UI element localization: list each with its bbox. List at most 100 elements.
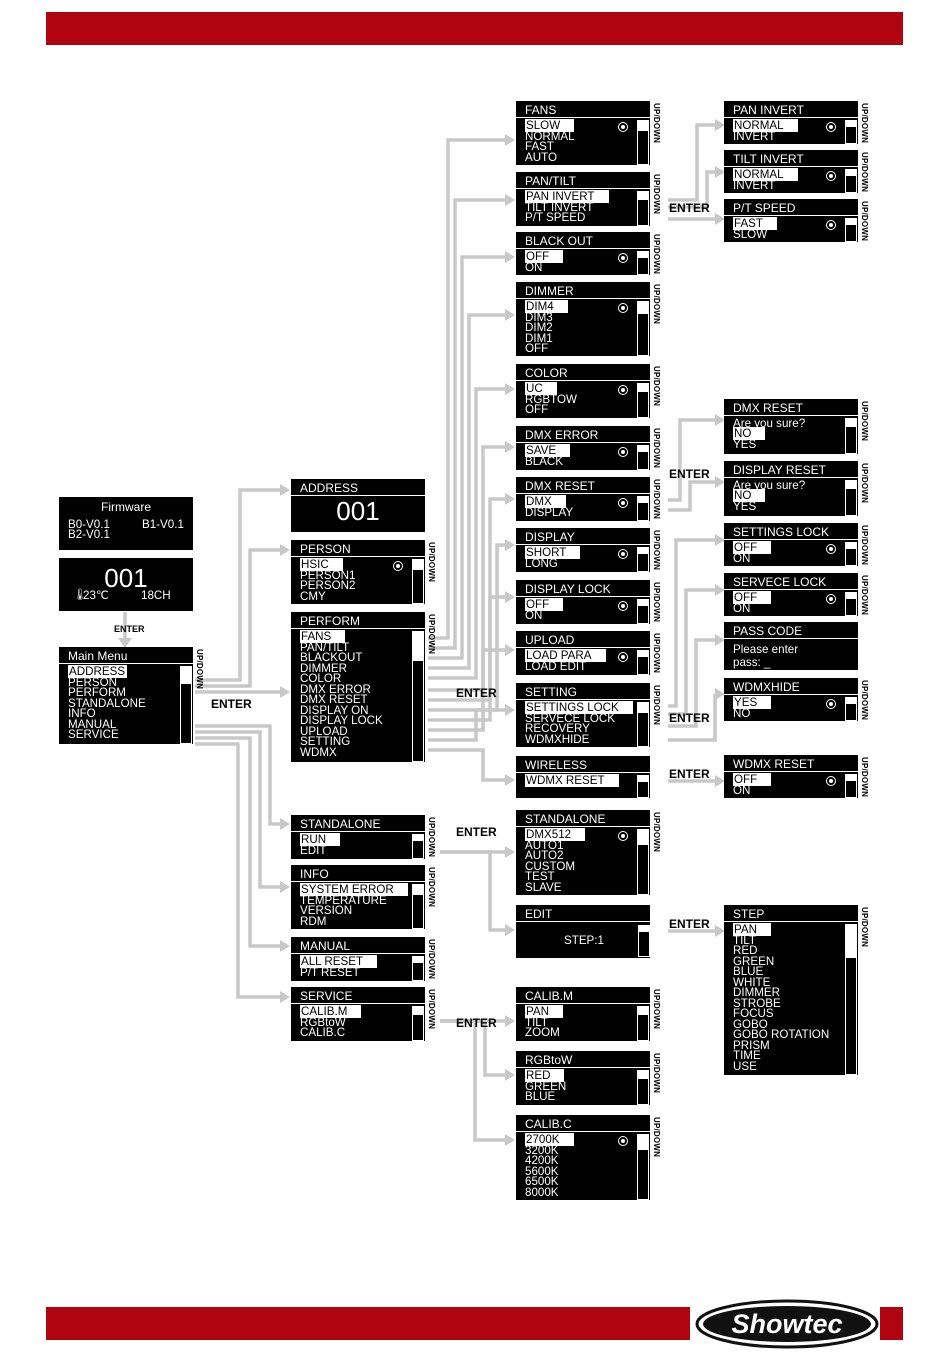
scrollbar[interactable] bbox=[637, 251, 649, 275]
menu-item[interactable]: RECOVERY bbox=[525, 723, 633, 735]
menu-item[interactable]: FAST bbox=[525, 141, 575, 153]
menu-item[interactable]: COLOR bbox=[300, 673, 383, 685]
menu-item[interactable]: WHITE bbox=[733, 976, 829, 989]
menu-item[interactable]: SERVECE LOCK bbox=[525, 712, 633, 725]
scrollbar[interactable] bbox=[637, 829, 649, 895]
scrollbar[interactable] bbox=[637, 775, 649, 798]
scrollbar[interactable] bbox=[637, 445, 649, 470]
menu-item[interactable]: EDIT bbox=[300, 844, 340, 857]
scrollbar[interactable] bbox=[412, 834, 424, 859]
scrollbar[interactable] bbox=[637, 1134, 649, 1200]
scrollbar[interactable] bbox=[637, 1006, 649, 1041]
menu-item[interactable]: TILT INVERT bbox=[525, 201, 609, 214]
scrollbar[interactable] bbox=[637, 301, 649, 356]
menu-item[interactable]: BLACKOUT bbox=[300, 652, 383, 664]
menu-item[interactable]: PERSON bbox=[68, 676, 146, 689]
menu-item[interactable]: BLUE bbox=[525, 1091, 566, 1103]
menu-item[interactable]: SETTINGS LOCK bbox=[525, 701, 633, 714]
menu-item[interactable]: TEST bbox=[525, 871, 585, 883]
menu-item[interactable]: SAVE bbox=[525, 444, 571, 457]
scrollbar[interactable] bbox=[412, 1006, 424, 1041]
scrollbar[interactable] bbox=[637, 383, 649, 418]
menu-item[interactable]: PAN INVERT bbox=[525, 190, 609, 203]
menu-item[interactable]: GOBO ROTATION bbox=[733, 1029, 829, 1041]
menu-item[interactable]: 5600K bbox=[525, 1165, 574, 1178]
menu-item[interactable]: LOAD PARA bbox=[525, 649, 606, 662]
menu-item[interactable]: MANUAL bbox=[68, 718, 146, 731]
menu-item[interactable]: DISPLAY LOCK bbox=[300, 715, 383, 727]
menu-item[interactable]: PAN bbox=[525, 1005, 563, 1018]
menu-item[interactable]: OFF bbox=[525, 250, 564, 263]
menu-item[interactable]: SLOW bbox=[733, 228, 777, 241]
menu-item[interactable]: SETTING bbox=[300, 736, 383, 748]
menu-item[interactable]: AUTO1 bbox=[525, 839, 585, 852]
menu-item[interactable]: PERSON1 bbox=[300, 569, 355, 582]
menu-item[interactable]: BLACK bbox=[525, 455, 570, 468]
menu-item[interactable]: UC bbox=[525, 382, 577, 395]
menu-item[interactable]: RED bbox=[733, 945, 829, 957]
menu-item[interactable]: DMX512 bbox=[525, 828, 586, 841]
menu-item[interactable]: ZOOM bbox=[525, 1027, 563, 1039]
scrollbar[interactable] bbox=[845, 697, 857, 721]
menu-item[interactable]: P/T RESET bbox=[300, 966, 377, 979]
menu-item[interactable]: INVERT bbox=[733, 130, 798, 143]
scrollbar[interactable] bbox=[637, 547, 649, 572]
menu-item[interactable]: RGBtoW bbox=[300, 1016, 361, 1029]
menu-item[interactable]: DMX ERROR bbox=[300, 683, 383, 696]
menu-item[interactable]: RGBTOW bbox=[525, 393, 577, 406]
menu-item[interactable]: TILT bbox=[525, 1016, 563, 1029]
menu-item[interactable]: YES bbox=[733, 500, 765, 513]
scrollbar[interactable] bbox=[845, 592, 857, 616]
menu-item[interactable]: ON bbox=[733, 602, 771, 615]
menu-item[interactable]: AUTO2 bbox=[525, 850, 585, 862]
menu-item[interactable]: STROBE bbox=[733, 997, 829, 1010]
menu-item[interactable]: ON bbox=[733, 552, 771, 565]
menu-item[interactable]: CUSTOM bbox=[525, 860, 585, 873]
menu-item[interactable]: P/T SPEED bbox=[525, 212, 609, 224]
menu-item[interactable]: LONG bbox=[525, 557, 580, 570]
scrollbar[interactable] bbox=[412, 631, 424, 762]
menu-item[interactable]: INVERT bbox=[733, 179, 798, 192]
menu-item[interactable]: YES bbox=[733, 438, 765, 451]
menu-item[interactable]: CMY bbox=[300, 590, 355, 603]
menu-item[interactable]: UPLOAD bbox=[300, 725, 383, 738]
menu-item[interactable]: 4200K bbox=[525, 1155, 574, 1167]
menu-item[interactable]: GOBO bbox=[733, 1018, 829, 1031]
scrollbar[interactable] bbox=[845, 774, 857, 798]
menu-item[interactable]: VERSION bbox=[300, 905, 408, 917]
menu-item[interactable]: USE bbox=[733, 1060, 829, 1073]
scrollbar[interactable] bbox=[637, 599, 649, 624]
menu-item[interactable]: CALIB.C bbox=[300, 1027, 361, 1039]
menu-item[interactable]: PAN/TILT bbox=[300, 641, 383, 654]
menu-item[interactable]: NORMAL bbox=[733, 168, 798, 181]
menu-item[interactable]: SLAVE bbox=[525, 881, 585, 894]
menu-item[interactable]: OFF bbox=[525, 598, 564, 611]
scrollbar[interactable] bbox=[845, 218, 857, 242]
menu-item[interactable]: OFF bbox=[733, 773, 772, 786]
menu-item[interactable]: NO bbox=[733, 489, 766, 502]
menu-item[interactable]: BLUE bbox=[733, 966, 829, 978]
menu-item[interactable]: RUN bbox=[300, 833, 341, 846]
menu-item[interactable]: ALL RESET bbox=[300, 955, 378, 968]
menu-item[interactable]: OFF bbox=[733, 541, 772, 554]
menu-item[interactable]: FAST bbox=[733, 217, 777, 230]
menu-item[interactable]: 3200K bbox=[525, 1144, 574, 1157]
menu-item[interactable]: ON bbox=[525, 261, 563, 274]
menu-item[interactable]: SYSTEM ERROR bbox=[300, 883, 408, 896]
menu-item[interactable]: 6500K bbox=[525, 1176, 574, 1188]
menu-item[interactable]: LOAD EDIT bbox=[525, 660, 606, 673]
menu-item[interactable]: DIMMER bbox=[300, 662, 383, 675]
menu-item[interactable]: OFF bbox=[525, 404, 577, 416]
menu-item[interactable]: DMX bbox=[525, 495, 573, 508]
scrollbar[interactable] bbox=[845, 418, 857, 454]
menu-item[interactable]: 2700K bbox=[525, 1133, 574, 1146]
menu-item[interactable]: AUTO bbox=[525, 151, 575, 164]
menu-item[interactable]: FANS bbox=[300, 630, 383, 643]
menu-item[interactable]: OFF bbox=[525, 343, 568, 355]
menu-item[interactable]: DIM1 bbox=[525, 332, 568, 345]
menu-item[interactable]: TEMPERATURE bbox=[300, 894, 408, 907]
menu-item[interactable]: HSIC bbox=[300, 558, 355, 571]
scrollbar[interactable] bbox=[412, 884, 424, 929]
menu-item[interactable]: DIMMER bbox=[733, 987, 829, 999]
menu-item[interactable]: ON bbox=[525, 609, 563, 622]
